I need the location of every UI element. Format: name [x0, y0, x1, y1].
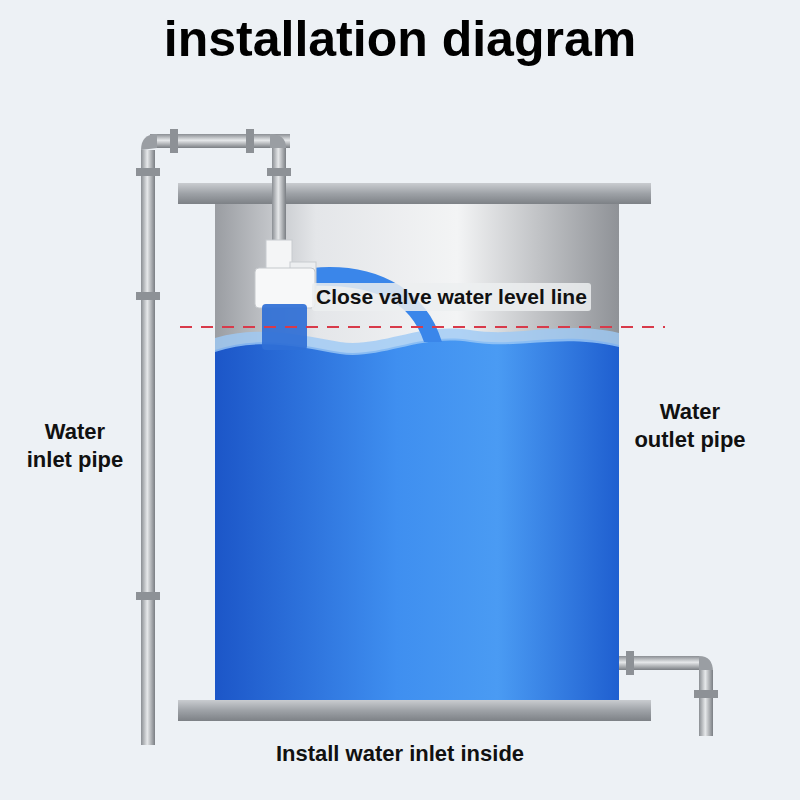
outlet-pipe — [619, 651, 718, 736]
float-valve — [255, 240, 316, 350]
water — [215, 338, 619, 701]
pipe-label: Water outlet pipe — [630, 398, 750, 453]
tank-body — [215, 203, 619, 701]
inlet-pipe — [136, 129, 291, 745]
top-plate — [178, 183, 651, 204]
pipe-label: Water inlet pipe — [20, 418, 130, 473]
diagram-title: installation diagram — [0, 12, 800, 67]
note-label: Install water inlet inside — [150, 740, 650, 768]
level-line — [180, 326, 665, 328]
level-label: Close valve water level line — [312, 283, 591, 311]
bottom-plate — [178, 700, 651, 721]
